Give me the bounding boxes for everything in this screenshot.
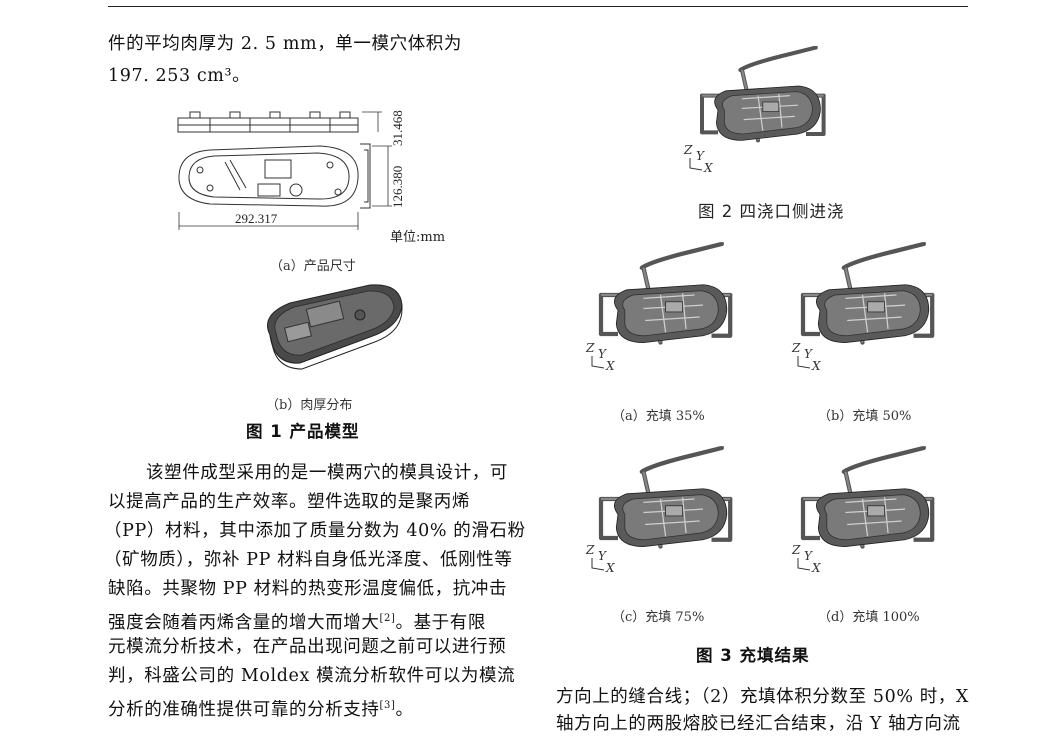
axis-z-label: Z [585, 543, 595, 557]
intro-line-1: 件的平均肉厚为 2. 5 mm，单一模穴体积为 [108, 34, 463, 54]
figure-1b-part [267, 284, 403, 370]
axis-z-label: Z [791, 543, 801, 557]
figure-2-axis: Z Y X [683, 143, 713, 175]
figure-1a-drawing: 292.317 126.380 31.468 [177, 110, 405, 230]
axis-x-label: X [703, 161, 713, 175]
ref-3[interactable]: [3] [379, 700, 396, 711]
end-view [360, 143, 371, 209]
axis-y-label: Y [804, 549, 813, 563]
axis-z-label: Z [585, 341, 595, 355]
axis-x-label: X [605, 561, 615, 575]
axis-y-label: Y [804, 347, 813, 361]
axis-z-label: Z [683, 143, 693, 157]
dim-height-label: 126.380 [390, 166, 405, 208]
intro-line-2: 197. 253 cm³。 [108, 66, 251, 86]
dim-width-label: 292.317 [235, 211, 278, 226]
fig3-sub-d: （d）充填 100% [818, 610, 920, 625]
ref-2[interactable]: [2] [379, 613, 396, 624]
right-body-line-1: 方向上的缝合线；（2）充填体积分数至 50% 时，X [556, 687, 969, 707]
body-line-6-tail: 。基于有限 [395, 612, 486, 633]
dimension-lines [178, 111, 392, 230]
body-line-4: （矿物质），弥补 PP 材料自身低光泽度、低刚性等 [104, 550, 513, 570]
body-line-6: 强度会随着丙烯含量的增大而增大[2]。基于有限 [108, 604, 486, 638]
body-line-8: 判，科盛公司的 Moldex 模流分析软件可以为模流 [108, 666, 516, 686]
fig3-sub-c: （c）充填 75% [612, 610, 705, 625]
side-view [177, 111, 359, 133]
body-line-9-text: 分析的准确性提供可靠的分析支持 [108, 699, 380, 720]
body-line-5: 缺陷。共聚物 PP 材料的热变形温度偏低，抗冲击 [108, 579, 508, 599]
body-line-7: 元模流分析技术，在产品出现问题之前可以进行预 [108, 637, 507, 657]
axis-x-label: X [811, 359, 821, 373]
figure-3d-axis: Z Y X [791, 543, 821, 575]
axis-z-label: Z [791, 341, 801, 355]
axis-y-label: Y [696, 149, 705, 163]
fig3-caption: 图 3 充填结果 [696, 646, 810, 665]
body-line-6-text: 强度会随着丙烯含量的增大而增大 [108, 612, 380, 633]
fig1-sub-b: （b）肉厚分布 [266, 398, 353, 413]
figure-3b-axis: Z Y X [791, 341, 821, 373]
figure-3c-axis: Z Y X [585, 543, 615, 575]
axis-y-label: Y [598, 347, 607, 361]
axis-x-label: X [811, 561, 821, 575]
axis-y-label: Y [598, 549, 607, 563]
body-line-9: 分析的准确性提供可靠的分析支持[3]。 [108, 691, 414, 725]
body-line-1: 该塑件成型采用的是一模两穴的模具设计，可 [146, 463, 508, 483]
figure-3a-axis: Z Y X [585, 341, 615, 373]
fig2-caption: 图 2 四浇口侧进浇 [698, 202, 845, 221]
body-line-9-tail: 。 [395, 699, 414, 720]
fig3-sub-b: （b）充填 50% [818, 409, 912, 424]
right-body-line-2: 轴方向上的两股熔胶已经汇合结束，沿 Y 轴方向流 [556, 714, 961, 734]
fig1-sub-a: （a）产品尺寸 [270, 259, 356, 274]
fig3-sub-a: （a）充填 35% [612, 409, 705, 424]
fig1-caption: 图 1 产品模型 [246, 422, 360, 441]
body-line-2: 以提高产品的生产效率。塑件选取的是聚丙烯 [108, 492, 470, 512]
unit-label: 单位:mm [390, 230, 446, 245]
header-rule [108, 6, 968, 7]
top-view [178, 145, 359, 207]
dim-thickness-label: 31.468 [390, 110, 405, 146]
body-line-3: （PP）材料，其中添加了质量分数为 40% 的滑石粉 [104, 521, 526, 541]
axis-x-label: X [605, 359, 615, 373]
